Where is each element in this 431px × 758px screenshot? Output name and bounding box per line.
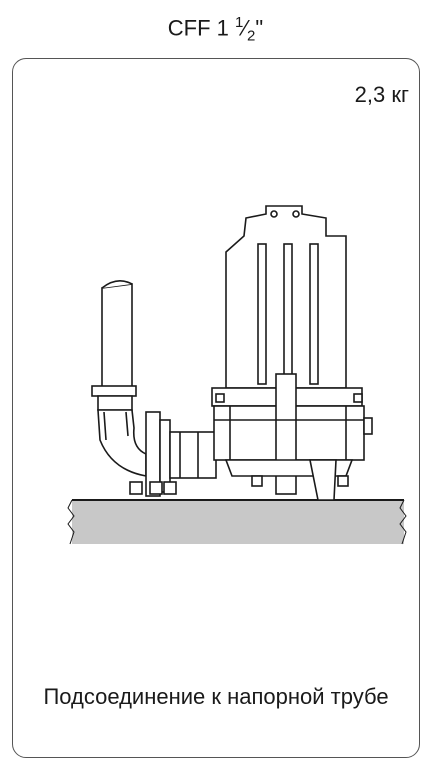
- weight-label: 2,3 кг: [354, 82, 409, 107]
- discharge-pipe: [91, 280, 147, 477]
- inch-mark: ": [255, 15, 264, 41]
- fraction-denominator: 2: [247, 27, 256, 45]
- diagram-caption: Подсоединение к напорной трубе: [43, 684, 389, 709]
- pump-body: [211, 205, 373, 501]
- pipe-flange: [129, 411, 217, 497]
- fraction-numerator: 1: [235, 14, 244, 31]
- floor: [67, 499, 407, 545]
- model-name: CFF 1: [167, 15, 236, 41]
- model-title: CFF 1 1⁄2": [167, 14, 264, 45]
